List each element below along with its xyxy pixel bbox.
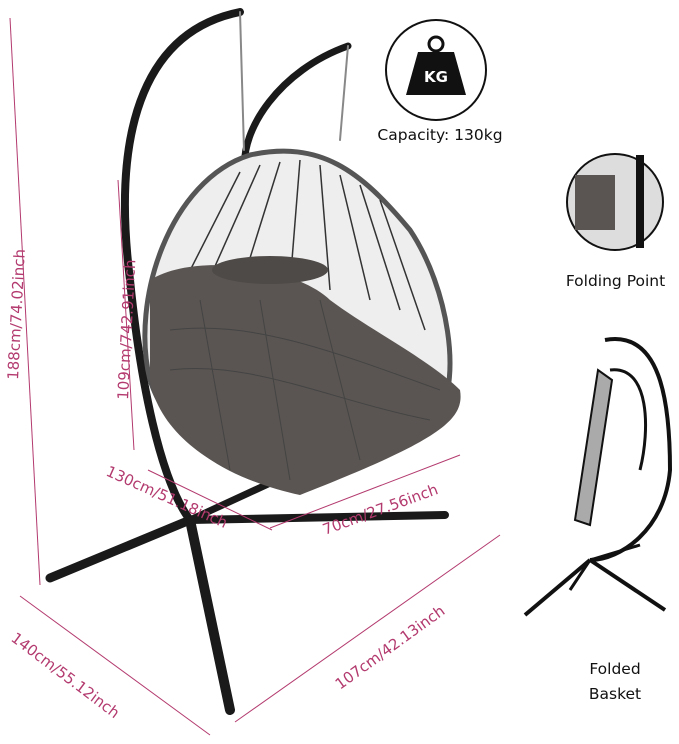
basket-depth-label: 70cm/27.56inch <box>320 480 440 538</box>
folding-point-label: Folding Point <box>565 272 666 290</box>
base-width-label: 140cm/55.12inch <box>8 629 123 722</box>
folding-point-detail <box>566 153 664 251</box>
weight-icon: KG <box>385 19 487 121</box>
folded-basket-illustration <box>523 337 673 617</box>
egg-basket <box>142 148 461 495</box>
capacity-label: Capacity: 130kg <box>377 126 503 144</box>
kg-text: KG <box>424 68 448 86</box>
total-height-label: 188cm/74.02inch <box>4 249 29 381</box>
folded-basket-line2: Basket <box>588 685 642 703</box>
folded-basket-label: Folded Basket <box>565 657 665 707</box>
folded-basket-line1: Folded <box>589 660 641 678</box>
base-depth-label: 107cm/42.13inch <box>332 602 448 694</box>
stand-frame <box>45 8 449 715</box>
dimension-lines <box>9 17 501 736</box>
basket-height-label: 109cm/742.91inch <box>114 259 139 400</box>
